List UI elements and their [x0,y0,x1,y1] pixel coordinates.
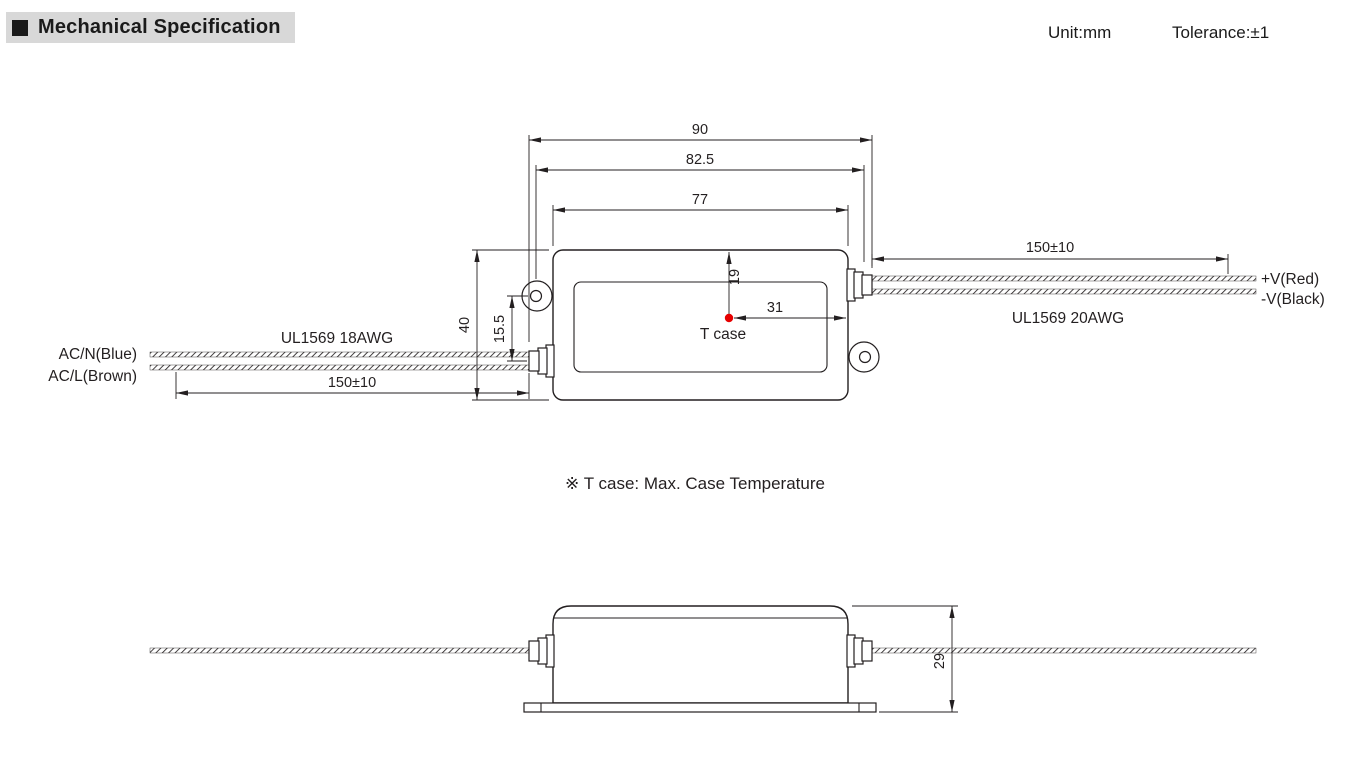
v-negative-label: -V(Black) [1261,291,1325,308]
dim-body-width-label: 77 [692,192,708,208]
dim-hole-spacing-label: 82.5 [686,152,714,168]
input-wire-line [149,364,531,371]
top-view: 90 82.5 77 40 15.5 [48,122,1325,401]
dim-hole-spacing: 82.5 [535,152,865,279]
ac-neutral-label: AC/N(Blue) [59,346,137,363]
dim-input-wire-length-label: 150±10 [328,375,376,391]
mounting-hole-left [529,289,543,303]
side-output-wire [870,647,1257,654]
dim-input-wire-length: 150±10 [175,372,530,399]
v-positive-label: +V(Red) [1261,271,1319,288]
output-wire-negative [870,288,1257,295]
tcase-dot [724,313,734,323]
mounting-hole-right [858,350,872,364]
case-inner-outline [573,281,828,373]
dim-output-wire-length: 150±10 [871,240,1229,274]
dim-tcase-from-top: 19 [726,252,743,314]
input-wire-type-label: UL1569 18AWG [281,330,393,347]
side-output-cable-gland [846,634,873,668]
dim-wire-offset-label: 15.5 [492,315,508,343]
input-cable-gland [528,344,555,378]
dim-tcase-from-top-label: 19 [727,269,743,285]
dim-side-height-label: 29 [932,653,948,669]
dim-body-width: 77 [552,192,849,246]
dim-wire-offset: 15.5 [492,295,528,362]
dim-tcase-from-right: 31 [734,300,846,321]
side-body-outline [552,605,849,704]
side-input-wire [149,647,531,654]
section-bullet-icon [12,19,28,36]
dim-overall-width-label: 90 [692,122,708,138]
case-body-outline [552,249,849,401]
side-input-cable-gland [528,634,555,668]
tolerance-label: Tolerance:±1 [1172,23,1270,42]
mounting-flange [523,702,877,713]
dim-side-height: 29 [852,605,958,713]
input-wire-neutral [149,351,531,358]
dim-output-wire-length-label: 150±10 [1026,240,1074,256]
unit-label: Unit:mm [1048,23,1112,42]
ac-line-label: AC/L(Brown) [48,368,137,385]
dim-tcase-from-right-label: 31 [767,300,783,316]
side-view: 29 [149,605,1257,713]
section-header: Mechanical Specification [6,12,295,43]
section-title: Mechanical Specification [38,16,281,38]
output-wire-positive [870,275,1257,282]
output-cable-gland [846,268,873,302]
tcase-label: T case [700,326,746,343]
dim-overall-width: 90 [528,122,873,342]
tcase-note: ※ T case: Max. Case Temperature [565,474,825,493]
dim-body-height: 40 [457,249,549,401]
output-wire-type-label: UL1569 20AWG [1012,310,1124,327]
dim-body-height-label: 40 [457,317,473,333]
